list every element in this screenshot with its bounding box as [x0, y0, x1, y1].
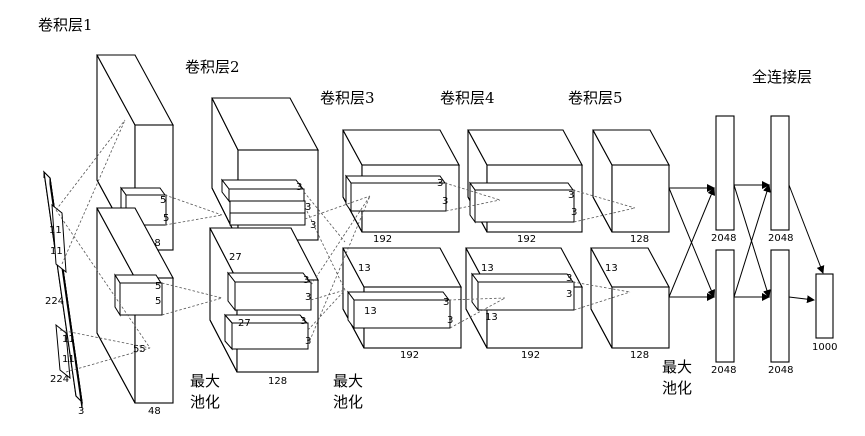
fc2-top-2048: 2048	[768, 233, 793, 244]
conv3-bottom-block	[342, 247, 462, 349]
input-kernel-11-bot-a: 11	[62, 334, 75, 345]
conv2-bottom-block	[209, 227, 319, 373]
conv3-bottom-depth-192: 192	[400, 350, 419, 361]
conv3-title: 卷积层3	[320, 89, 375, 107]
fc1-bottom-2048: 2048	[711, 365, 736, 376]
fc-title: 全连接层	[752, 68, 812, 86]
input-kernel-11-bot-b: 11	[62, 354, 75, 365]
output-1000: 1000	[812, 342, 837, 353]
conv4-bottom-block	[465, 247, 583, 349]
output-bar	[815, 273, 834, 339]
pool-a-line1: 最大	[190, 372, 220, 390]
conv1-bottom-block	[96, 207, 174, 404]
conv4-bottom-size-13a: 13	[481, 263, 494, 274]
pool-c-line1: 最大	[662, 358, 692, 376]
conv2-bottom-kernel-3f: 3	[300, 316, 306, 327]
conv4-top-kernel-3b: 3	[571, 207, 577, 218]
conv1-top-kernel-5b: 5	[163, 213, 169, 224]
conv5-bottom-size-13: 13	[605, 263, 618, 274]
input-to-conv1-projections	[55, 119, 151, 373]
fc1-top-2048: 2048	[711, 233, 736, 244]
conv4-top-depth-192: 192	[517, 234, 536, 245]
conv4-top-block	[467, 129, 583, 233]
input-image-block	[43, 170, 83, 409]
conv4-bottom-size-13b: 13	[485, 312, 498, 323]
conv1-top-kernel-5a: 5	[160, 195, 166, 206]
conv3-top-block	[342, 129, 460, 233]
conv4-title: 卷积层4	[440, 89, 495, 107]
conv5-top-block	[592, 129, 670, 233]
conv2-top-block	[211, 97, 319, 241]
conv2-bottom-kernel-3d: 3	[303, 275, 309, 286]
conv4-bottom-kernel-3b: 3	[566, 289, 572, 300]
fc1-bottom-bar	[715, 249, 735, 363]
conv4-to-conv5-projections	[572, 189, 636, 311]
conv1-bottom-kernel-5b: 5	[155, 296, 161, 307]
conv3-bottom-size-13b: 13	[364, 306, 377, 317]
input-kernel-11-top-b: 11	[50, 246, 63, 257]
conv2-bottom-kernel-3e: 3	[305, 292, 311, 303]
conv5-title: 卷积层5	[568, 89, 623, 107]
conv3-top-depth-192: 192	[373, 234, 392, 245]
conv3-to-conv4-projections	[444, 182, 506, 329]
input-depth-3: 3	[78, 406, 84, 417]
pool-c-line2: 池化	[662, 379, 692, 397]
conv2-bottom-kernel-3g: 3	[305, 336, 311, 347]
fc2-bottom-2048: 2048	[768, 365, 793, 376]
conv1-bottom-kernel-5a: 5	[155, 281, 161, 292]
conv2-top-kernel-3c: 3	[310, 220, 316, 231]
fc2-top-bar	[770, 115, 790, 231]
conv5-top-depth-128: 128	[630, 234, 649, 245]
conv4-bottom-kernel-3a: 3	[566, 273, 572, 284]
conv3-top-kernel-3b: 3	[442, 196, 448, 207]
conv2-top-kernel-3a: 3	[296, 182, 302, 193]
conv3-bottom-kernel-3b: 3	[447, 315, 453, 326]
conv5-bottom-depth-128: 128	[630, 350, 649, 361]
fc-connections	[668, 181, 825, 304]
conv2-size-27-top: 27	[229, 252, 242, 263]
pool-a-line2: 池化	[190, 393, 220, 411]
conv3-bottom-size-13a: 13	[358, 263, 371, 274]
conv2-size-27-bottom: 27	[238, 318, 251, 329]
pool-b-line1: 最大	[333, 372, 363, 390]
conv2-bottom-depth-128: 128	[268, 376, 287, 387]
conv4-bottom-depth-192: 192	[521, 350, 540, 361]
fc2-bottom-bar	[770, 249, 790, 363]
conv1-title: 卷积层1	[38, 16, 93, 34]
input-kernel-11-top-a: 11	[49, 225, 62, 236]
conv1-bottom-size-55: 55	[133, 344, 146, 355]
conv2-title: 卷积层2	[185, 58, 240, 76]
conv2-top-kernel-3b: 3	[305, 202, 311, 213]
conv3-bottom-kernel-3a: 3	[443, 297, 449, 308]
pool-b-line2: 池化	[333, 393, 363, 411]
fc1-top-bar	[715, 115, 735, 231]
conv1-to-conv2-projections	[161, 194, 223, 316]
conv2-to-conv3-projections	[303, 191, 371, 346]
conv4-top-kernel-3a: 3	[568, 190, 574, 201]
input-size-224-bottom: 224	[50, 374, 69, 385]
input-size-224-left: 224	[45, 296, 64, 307]
conv3-top-kernel-3a: 3	[437, 178, 443, 189]
conv1-bottom-depth-48: 48	[148, 406, 161, 417]
conv5-bottom-block	[590, 247, 670, 349]
